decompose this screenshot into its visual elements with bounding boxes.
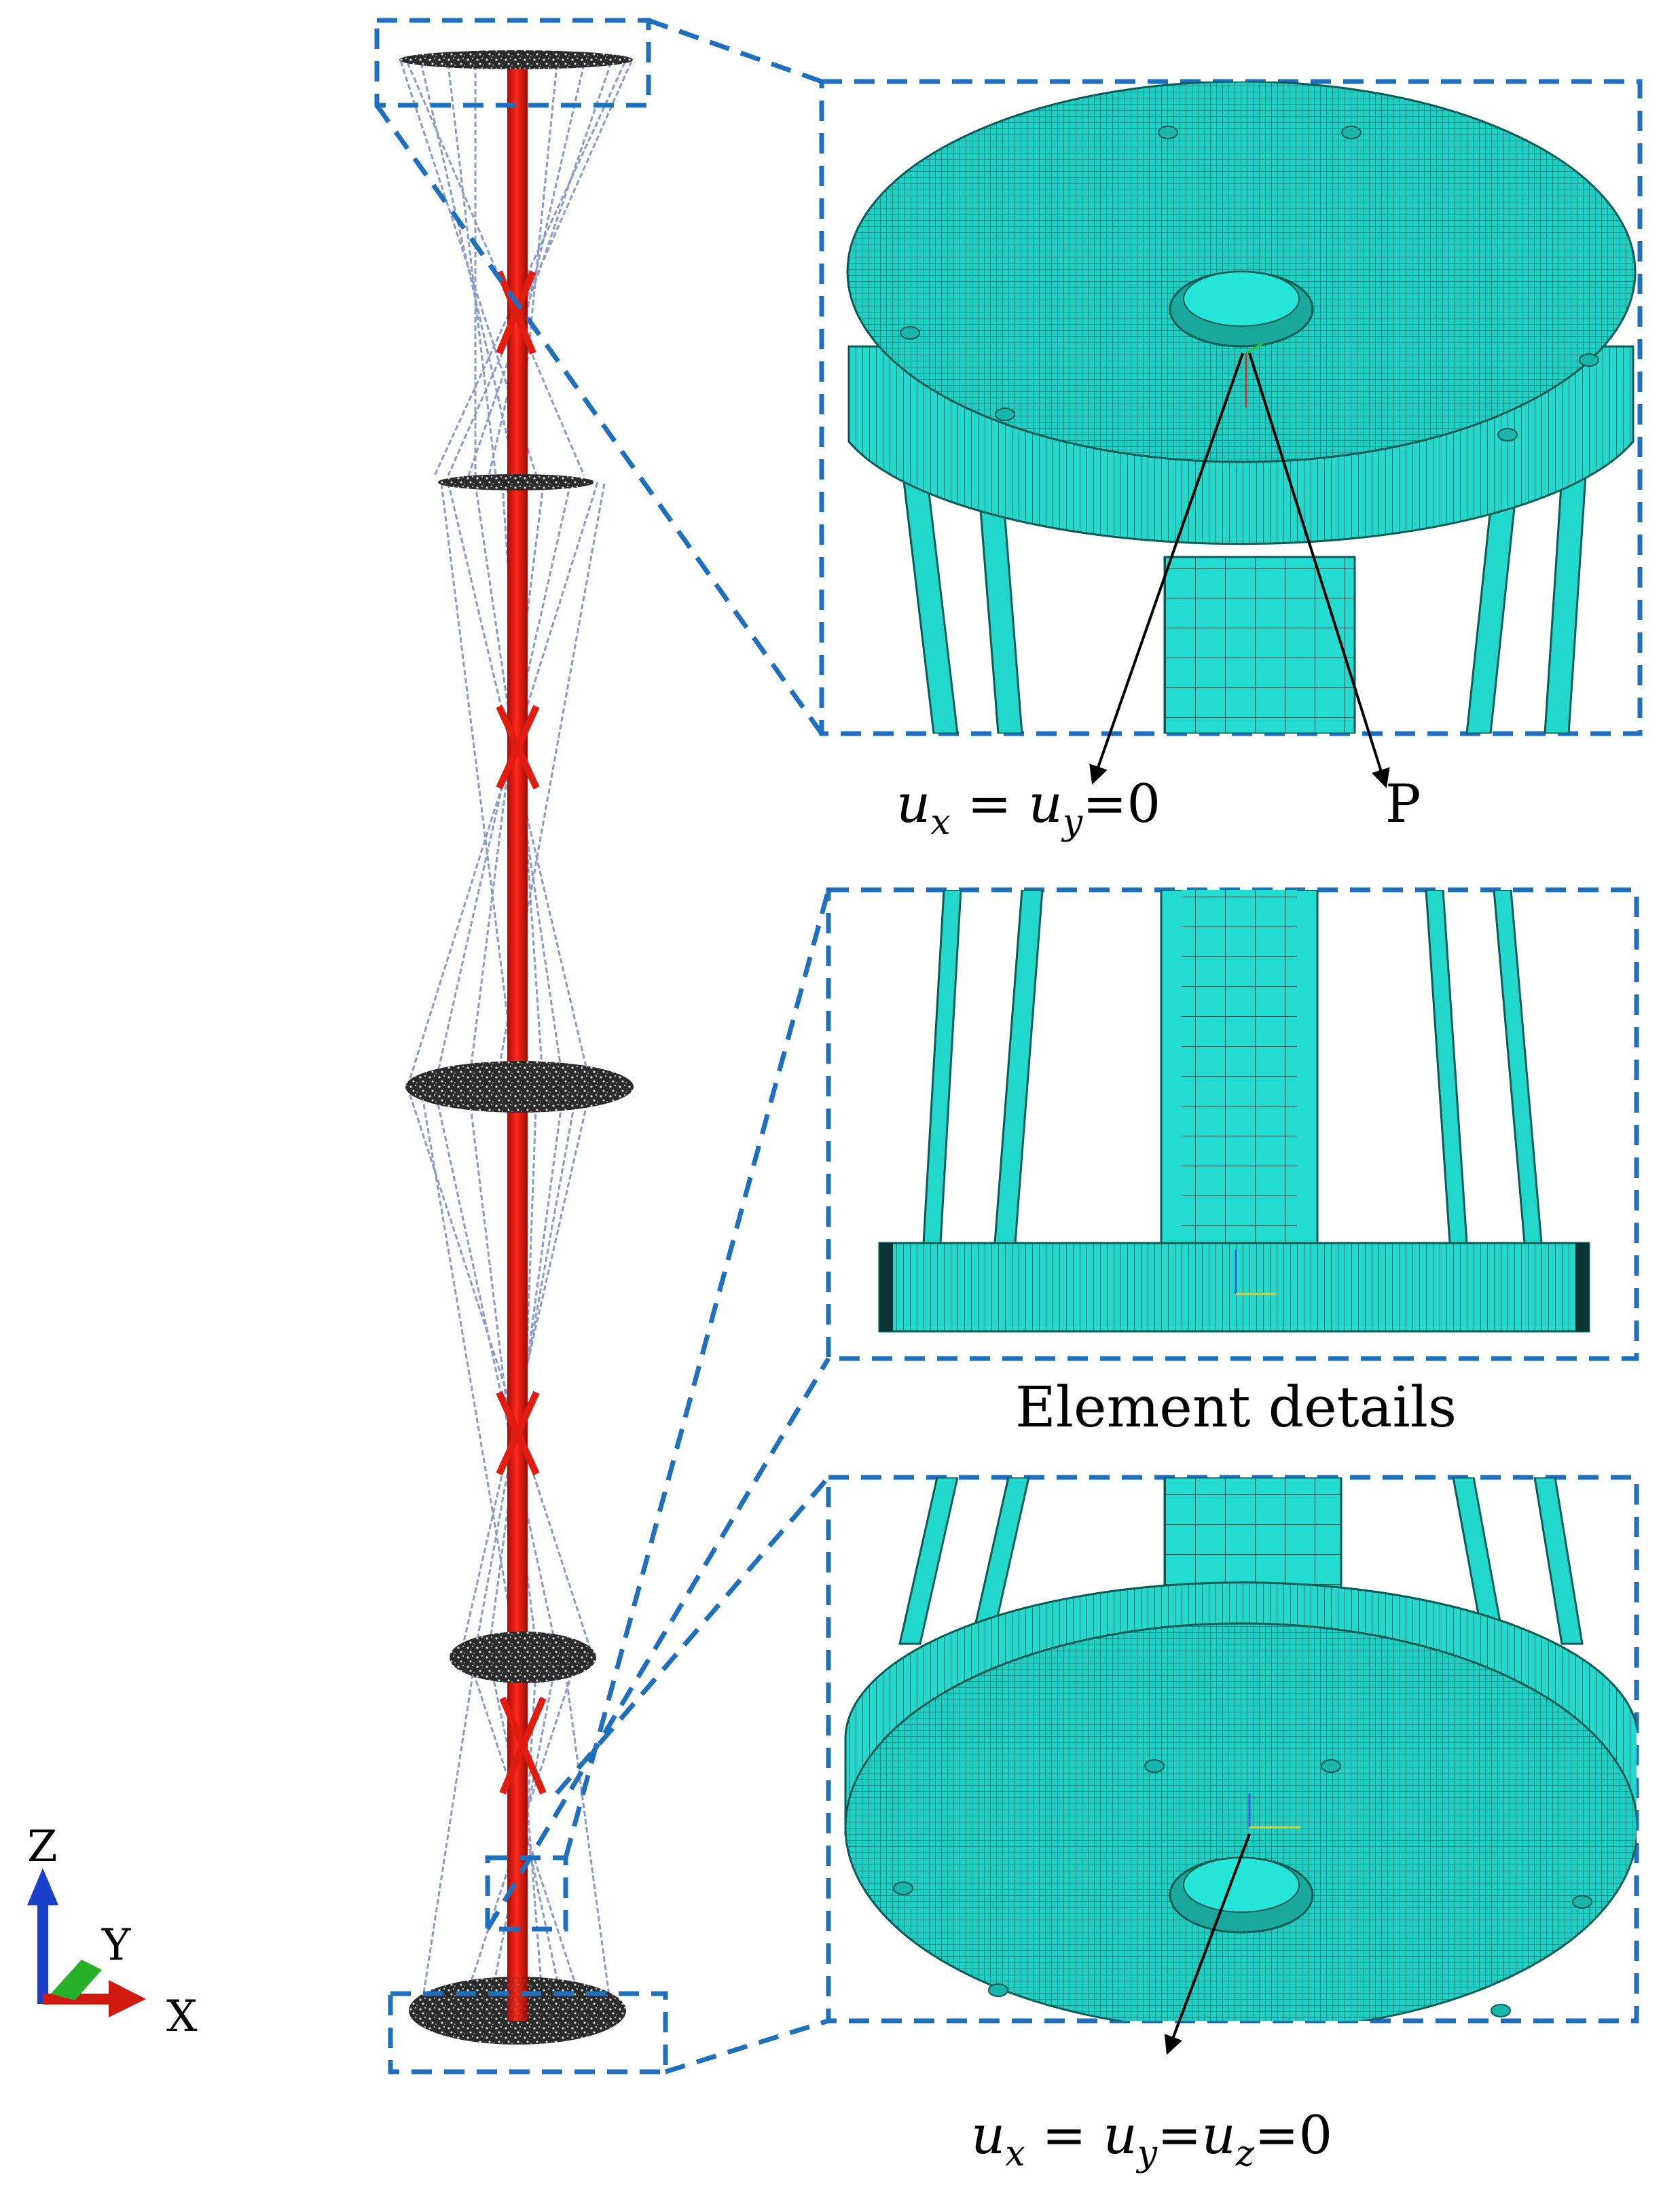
load-label: P [1385,774,1421,835]
disk-lower [450,1632,596,1683]
callout-top-source [374,18,651,108]
zoom-panel-middle [878,890,1590,1333]
disk-top [399,50,633,69]
axis-label-x: X [166,1992,198,2042]
callout-mid-source [485,1855,568,1932]
axis-triad: Z Y X [27,1822,198,2042]
callout-bottom-source [388,1991,668,2074]
zoom-panel-top [846,82,1637,734]
y-axis-arrow [51,1960,102,2000]
disk-middle [405,1061,634,1113]
zoom-panel-bottom [844,1477,1637,2021]
crossing-struts [496,270,547,1795]
axis-label-z: Z [27,1822,57,1872]
central-rod [507,65,528,2021]
z-axis-arrow-head [27,1868,58,1905]
bottom-boundary-label: ux = uy=uz=0 [971,2105,1332,2174]
axis-label-y: Y [101,1920,131,1971]
disk-upper [438,474,594,490]
top-boundary-label: ux = uy=0 [896,774,1161,843]
middle-caption: Element details [1015,1375,1457,1440]
arrow-top-support [1089,353,1244,785]
z-axis-arrow-shaft [37,1902,48,2004]
x-axis-arrow-head [109,1980,146,2017]
annotation-arrows [1089,353,1390,2055]
arrow-bottom-support [1164,1833,1251,2055]
arrow-load-P [1248,353,1390,789]
